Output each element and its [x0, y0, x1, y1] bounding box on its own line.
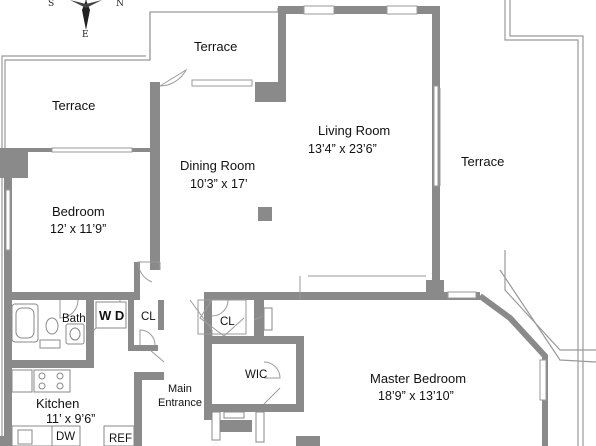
terrace-right-label: Terrace — [461, 154, 504, 169]
bedroom-size: 12’ x 11’9” — [50, 222, 106, 236]
master-bedroom-size: 18’9” x 13’10” — [378, 389, 454, 403]
living-room-label: Living Room — [318, 123, 390, 138]
refrigerator-label: REF — [109, 433, 132, 445]
windows — [5, 5, 547, 401]
diagonal-walls — [159, 88, 441, 337]
kitchen-size: 11’ x 9’6” — [46, 412, 95, 426]
washer-dryer — [95, 301, 127, 329]
bath-label: Bath — [62, 313, 86, 325]
main-entrance-label-line1: Main — [168, 383, 192, 395]
dining-room-size: 10’3” x 17’ — [190, 177, 248, 191]
wd-label: W D — [99, 308, 124, 323]
terrace-top-label: Terrace — [194, 39, 237, 54]
living-room-size: 13’4” x 23’6” — [308, 142, 377, 156]
dishwasher-label: DW — [56, 431, 75, 443]
closet-label: CL — [141, 311, 156, 323]
room-labels: Terrace Terrace Terrace Living Room 13’4… — [36, 39, 504, 445]
dining-room-label: Dining Room — [180, 158, 255, 173]
master-bedroom-label: Master Bedroom — [370, 371, 466, 386]
compass-rose-icon: S N E — [48, 0, 124, 40]
terrace-left-label: Terrace — [52, 98, 95, 113]
compass-east: E — [82, 30, 89, 40]
wic-label: WIC — [245, 369, 267, 381]
compass-south: S — [48, 0, 54, 9]
main-entrance-label-line2: Entrance — [158, 397, 202, 409]
closet-entry-label: CL — [220, 316, 235, 328]
bedroom-label: Bedroom — [52, 204, 105, 219]
kitchen-label: Kitchen — [36, 396, 79, 411]
compass-north: N — [116, 0, 124, 9]
bath-fixtures — [11, 303, 85, 349]
kitchen-fixtures — [11, 369, 135, 446]
closet-shelving — [211, 307, 273, 443]
